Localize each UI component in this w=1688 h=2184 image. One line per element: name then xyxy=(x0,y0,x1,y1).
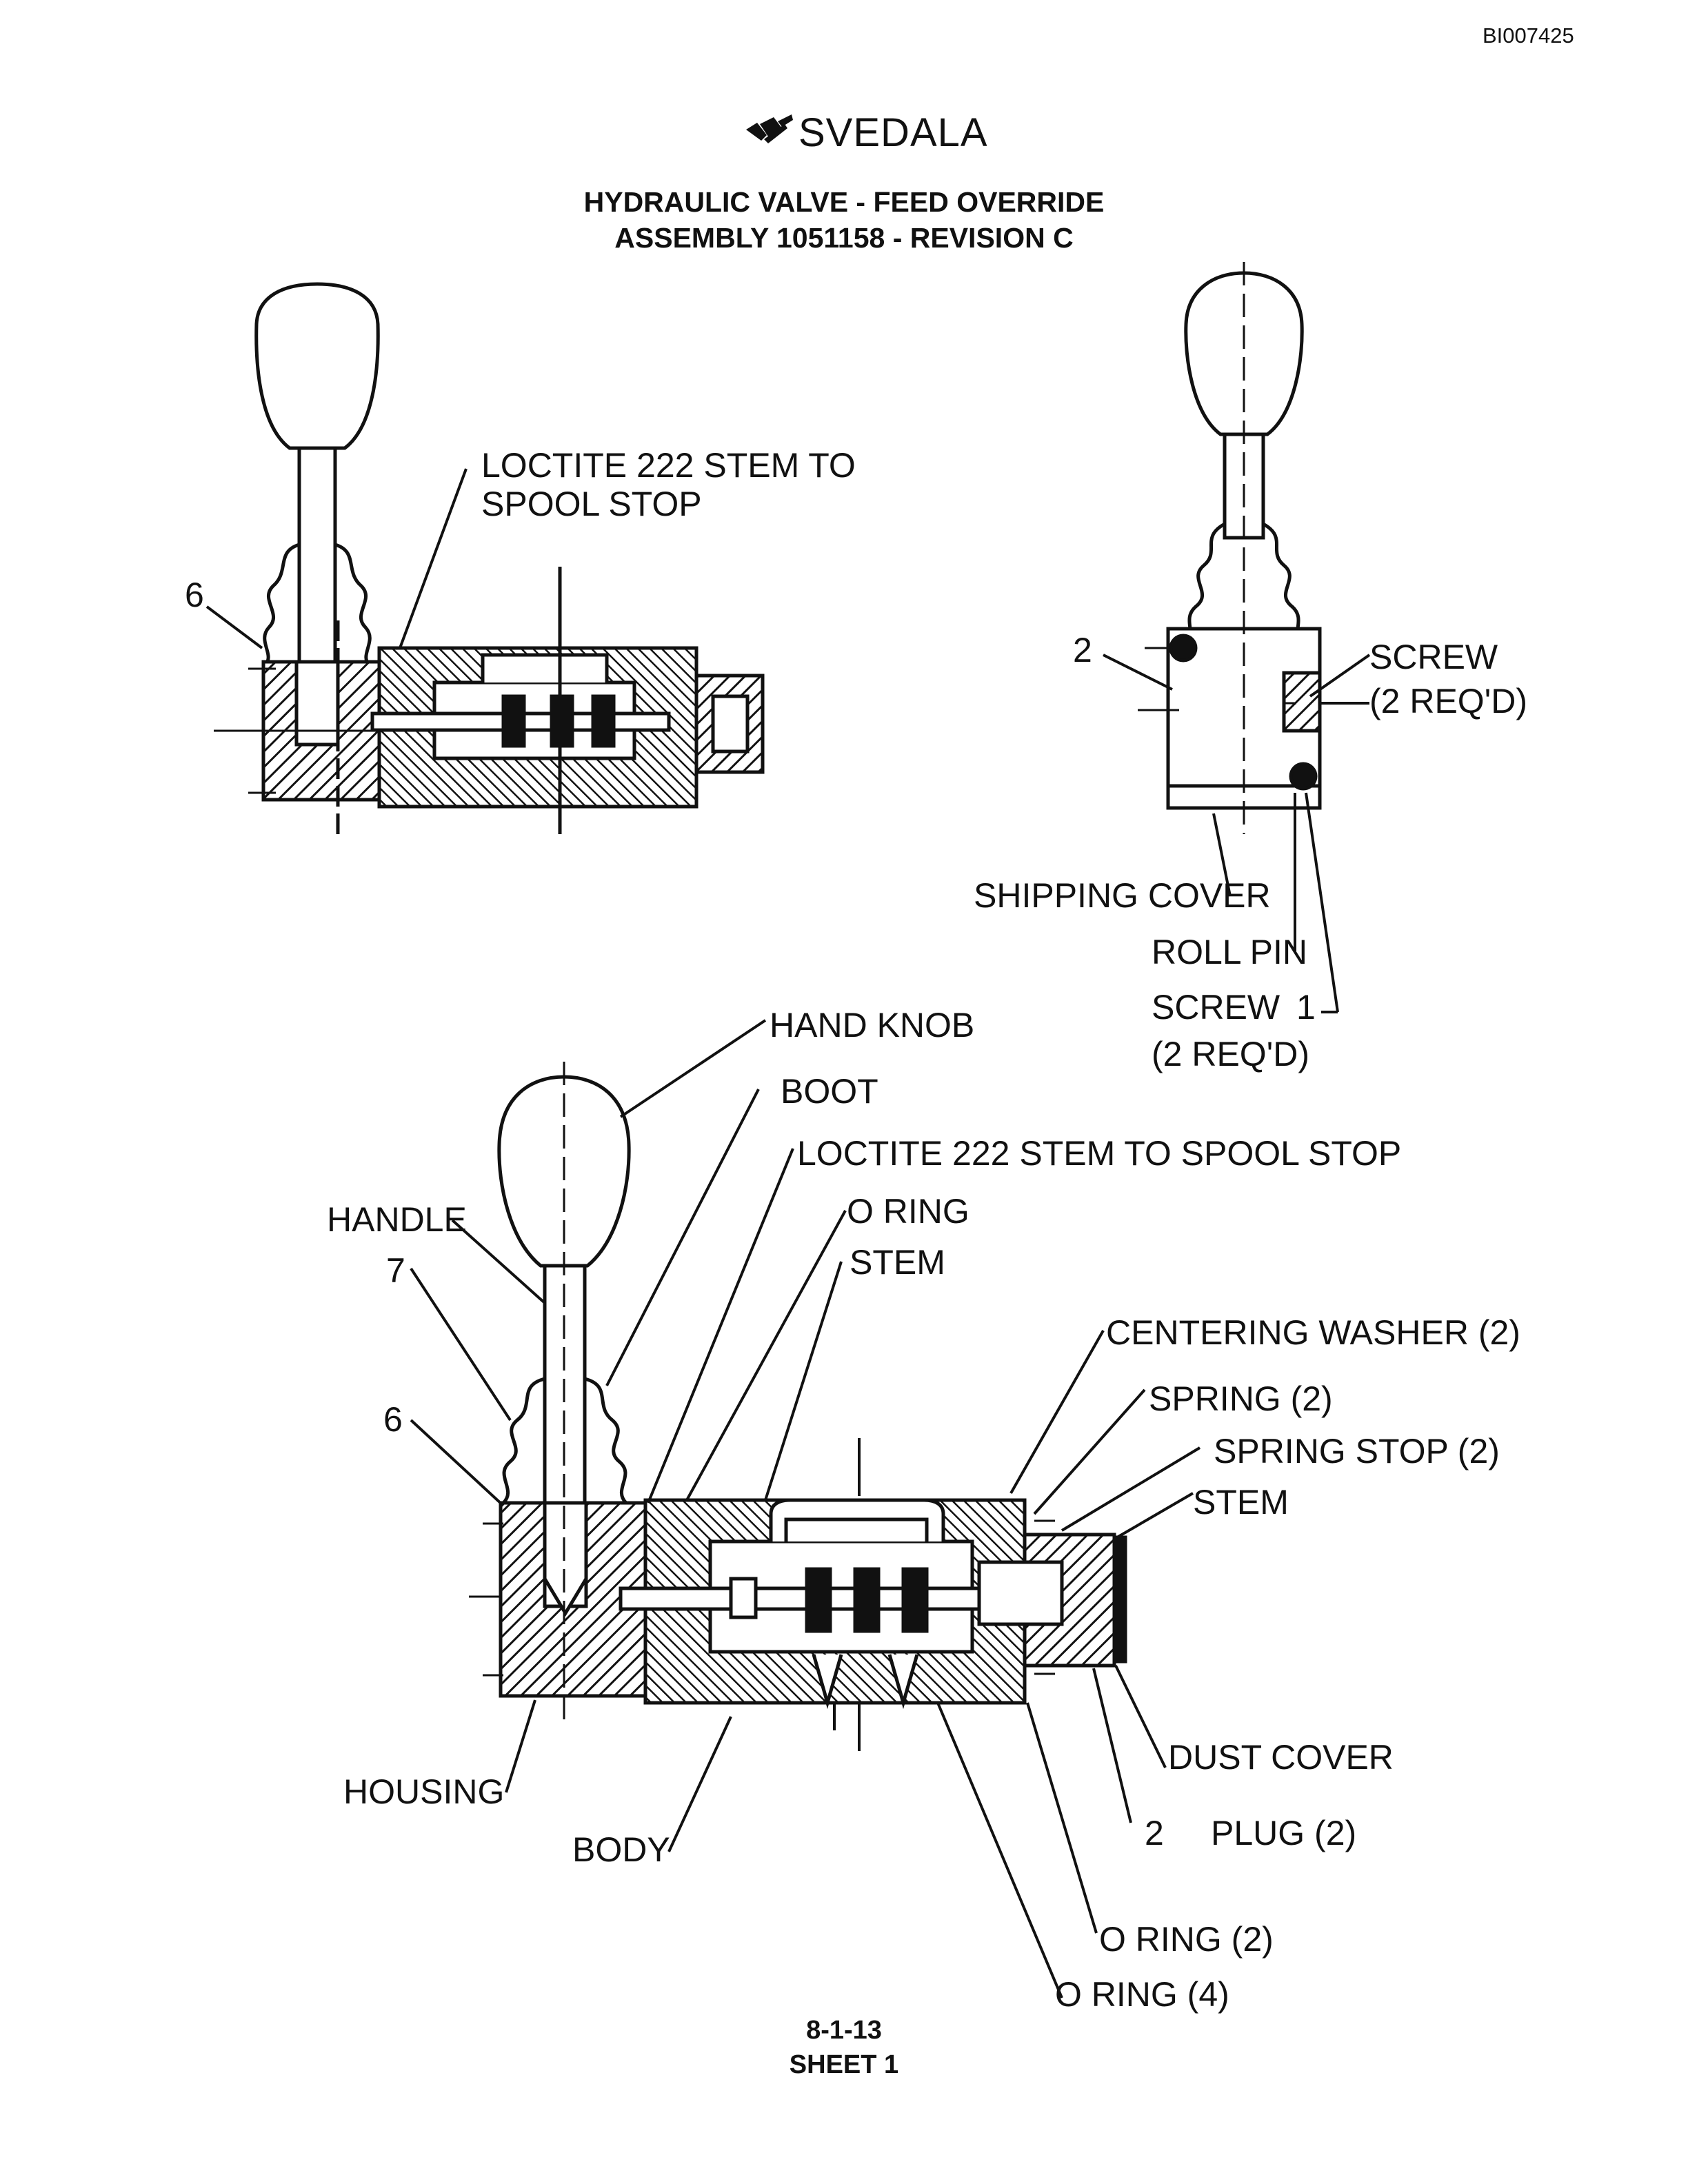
screw-label-top: SCREW xyxy=(1369,638,1498,676)
top-right-callout-2: 2 xyxy=(1073,631,1092,669)
top-right-lower-pin xyxy=(1289,762,1318,791)
document-id: BI007425 xyxy=(1483,23,1574,48)
top-left-loctite-label: LOCTITE 222 STEM TO xyxy=(481,446,856,485)
top-right-side-view xyxy=(1103,262,1371,1013)
roll-pin-label: ROLL PIN xyxy=(1152,933,1307,971)
top-right-screw xyxy=(1282,671,1322,733)
sheet-label: SHEET 1 xyxy=(789,2050,899,2079)
top-left-callout-6: 6 xyxy=(185,576,204,614)
top-left-handle xyxy=(297,446,337,678)
handle-label: HANDLE xyxy=(327,1200,467,1239)
screw-label-top-qty: (2 REQ'D) xyxy=(1369,682,1527,720)
o-ring-label: O RING xyxy=(847,1192,969,1231)
page-number: 8-1-13 xyxy=(806,2016,882,2045)
drawing-subtitle: ASSEMBLY 1051158 - REVISION C xyxy=(614,222,1074,254)
housing-label: HOUSING xyxy=(343,1772,504,1811)
main-callout-2: 2 xyxy=(1145,1814,1164,1852)
top-left-hand-knob xyxy=(254,282,380,450)
top-left-loctite-label-line2: SPOOL STOP xyxy=(481,485,702,523)
svedala-logo-mark xyxy=(746,114,793,143)
drawing-title: HYDRAULIC VALVE - FEED OVERRIDE xyxy=(583,186,1105,218)
boot-label: BOOT xyxy=(781,1072,878,1111)
main-callout-7: 7 xyxy=(386,1251,405,1290)
main-boot xyxy=(502,1377,627,1504)
dust-cover-label: DUST COVER xyxy=(1168,1738,1394,1777)
shipping-cover-label: SHIPPING COVER xyxy=(974,876,1271,915)
screw-label-bottom: SCREW xyxy=(1152,988,1280,1027)
body-label: BODY xyxy=(572,1830,670,1869)
hand-knob-label: HAND KNOB xyxy=(770,1006,974,1044)
spring-label: SPRING (2) xyxy=(1149,1379,1333,1418)
top-left-boot xyxy=(263,543,372,669)
loctite-label: LOCTITE 222 STEM TO SPOOL STOP xyxy=(797,1134,1401,1173)
top-right-callout-1: 1 xyxy=(1296,988,1316,1027)
svedala-logo: SVEDALA xyxy=(743,109,987,157)
main-callout-6: 6 xyxy=(383,1400,403,1439)
top-right-upper-pin xyxy=(1169,634,1198,663)
stem-label-upper: STEM xyxy=(850,1243,945,1282)
centering-washer-label: CENTERING WASHER (2) xyxy=(1106,1313,1520,1352)
o-ring-4-label: O RING (4) xyxy=(1055,1975,1229,2014)
brand-name: SVEDALA xyxy=(798,110,988,155)
plug-label: PLUG (2) xyxy=(1211,1814,1356,1852)
top-left-section-view xyxy=(205,282,765,834)
spring-stop-label: SPRING STOP (2) xyxy=(1214,1432,1500,1470)
screw-label-bottom-qty: (2 REQ'D) xyxy=(1152,1035,1309,1073)
main-section-view xyxy=(410,1019,1201,1999)
stem-label-right: STEM xyxy=(1193,1483,1289,1521)
o-ring-2-label: O RING (2) xyxy=(1099,1920,1274,1959)
